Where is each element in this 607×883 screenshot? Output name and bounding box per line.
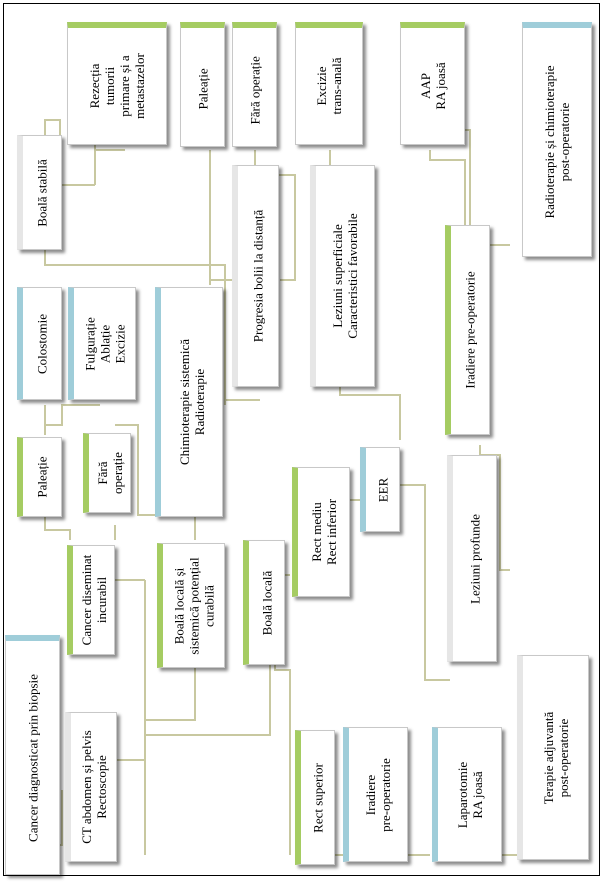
node-rezectia: Rezecția tumorii primare și a metastazel…: [67, 22, 167, 145]
node-radio-chimio: Radioterapie și chimioterapie post-opera…: [522, 22, 592, 257]
node-paleatie-1-label: Paleație: [34, 456, 50, 498]
node-terapie-adjuvanta: Terapie adjuvantă post-operatorie: [517, 655, 589, 860]
node-rezectia-label: Rezecția tumorii primare și a metastazel…: [87, 53, 147, 119]
node-fara-operatie-2-label: Fără operație: [247, 56, 262, 125]
node-chimioterapie-label: Chimioterapie sistemică Radioterapie: [176, 339, 207, 465]
node-colostomie: Colostomie: [17, 287, 62, 400]
node-leziuni-superficiale: Leziuni superficiale Caracteristici favo…: [310, 165, 375, 387]
diagram-frame: [3, 3, 600, 876]
connector-trunk-to-locala: [145, 660, 271, 736]
node-fara-operatie-1-label: Fără operație: [94, 452, 125, 494]
connector-stabila-rezectia: [44, 119, 95, 186]
node-radio-chimio-label: Radioterapie și chimioterapie post-opera…: [542, 65, 572, 219]
node-cancer-diagnosticat-label: Cancer diagnosticat prin biopsie: [25, 673, 40, 842]
node-rect-superior: Rect superior: [295, 730, 335, 865]
node-eer: EER: [360, 447, 400, 532]
node-progresia-label: Progresia bolii la distanță: [250, 209, 266, 343]
node-aap: AAP RA joasă: [400, 22, 465, 145]
connector-diseminat-paleatie: [44, 515, 71, 540]
node-excizie-label: Excizie trans-anală: [314, 57, 344, 115]
connector-locala-down: [274, 660, 291, 855]
node-iradiere-1-label: Iradiere pre-operatorie: [462, 271, 478, 389]
node-rect-superior-label: Rect superior: [310, 762, 325, 833]
node-progresia: Progresia bolii la distanță: [232, 165, 279, 387]
node-boala-locala-sistemica: Boală locală și sistemică potențial cura…: [157, 543, 225, 668]
node-rect-mediu: Rect mediu Rect inferior: [292, 467, 350, 597]
node-boala-locala-sistemica-label: Boală locală și sistemică potențial cura…: [171, 556, 216, 655]
connector-paleatie-options: [44, 404, 100, 435]
node-boala-locala-label: Boală locală: [259, 570, 274, 635]
connector-trunk-to-curabila: [145, 665, 196, 721]
node-iradiere-1: Iradiere pre-operatorie: [445, 225, 490, 435]
node-fara-operatie-1: Fără operație: [83, 433, 131, 513]
node-cancer-diagnosticat: Cancer diagnosticat prin biopsie: [5, 635, 60, 875]
node-boala-stabila: Boală stabilă: [17, 135, 62, 250]
connector-faraop-chimio: [115, 424, 160, 516]
node-fara-operatie-2: Fără operație: [232, 22, 277, 147]
node-laparotomie: Laparotomie RA joasă: [432, 727, 502, 862]
node-fulguratie-label: Fulgurație Ablație Excizie: [82, 316, 127, 371]
node-iradiere-2: Iradiere pre-operatorie: [343, 727, 408, 862]
connector-iradiere-aap: [429, 150, 466, 240]
connector-eer-branches: [394, 475, 450, 681]
node-eer-label: EER: [375, 477, 390, 502]
node-terapie-adjuvanta-label: Terapie adjuvantă post-operatorie: [540, 711, 571, 804]
node-laparotomie-label: Laparotomie RA joasă: [454, 761, 485, 828]
node-ct-abdomen-label: CT abdomen și pelvis Rectoscopie: [78, 730, 109, 844]
connector-stabila: [44, 250, 225, 266]
connector-eer-lez-sup: [339, 380, 401, 440]
node-excizie: Excizie trans-anală: [295, 22, 363, 145]
node-aap-label: AAP RA joasă: [417, 62, 448, 110]
node-boala-locala: Boală locală: [243, 540, 285, 665]
node-boala-stabila-label: Boală stabilă: [34, 158, 50, 227]
node-cancer-diseminat: Cancer diseminat incurabil: [67, 545, 115, 655]
node-leziuni-profunde: Leziuni profunde: [447, 455, 497, 662]
node-colostomie-label: Colostomie: [34, 313, 50, 374]
node-paleatie-1: Paleație: [17, 437, 62, 517]
node-chimioterapie: Chimioterapie sistemică Radioterapie: [155, 287, 223, 517]
node-cancer-diseminat-label: Cancer diseminat incurabil: [78, 554, 109, 646]
node-leziuni-profunde-label: Leziuni profunde: [467, 513, 482, 604]
node-paleatie-2: Paleație: [180, 22, 225, 147]
node-fulguratie: Fulgurație Ablație Excizie: [68, 287, 136, 400]
connector-lez-prof-iradiere: [479, 445, 510, 571]
node-iradiere-2-label: Iradiere pre-operatorie: [363, 757, 393, 832]
node-rect-mediu-label: Rect mediu Rect inferior: [308, 498, 339, 566]
node-paleatie-2-label: Paleație: [195, 68, 210, 110]
node-leziuni-superficiale-label: Leziuni superficiale Caracteristici favo…: [330, 213, 360, 339]
node-ct-abdomen: CT abdomen și pelvis Rectoscopie: [65, 712, 117, 862]
